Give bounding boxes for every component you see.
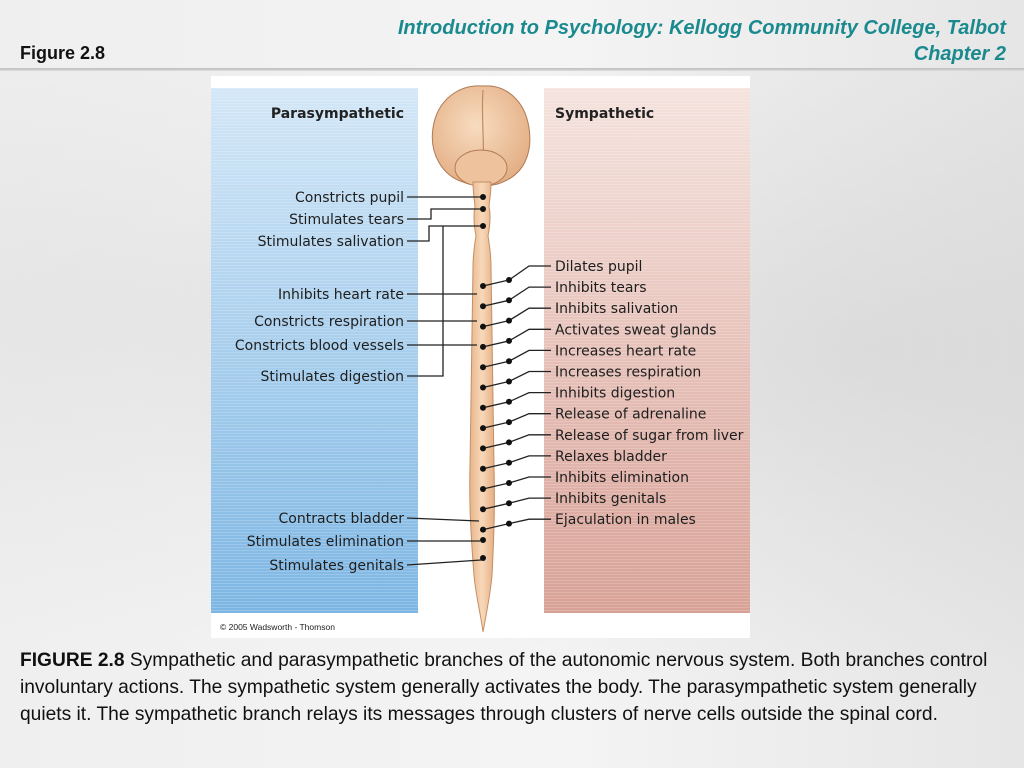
- parasympathetic-item: Stimulates salivation: [258, 234, 404, 250]
- sympathetic-item: Ejaculation in males: [555, 512, 696, 528]
- connector-line: [406, 517, 480, 522]
- connector-line: [407, 226, 444, 377]
- caption-text: Sympathetic and parasympathetic branches…: [20, 650, 988, 725]
- copyright-notice: © 2005 Wadsworth - Thomson: [220, 622, 335, 632]
- sympathetic-heading: Sympathetic: [555, 106, 654, 122]
- connector-line: [482, 413, 551, 429]
- ganglion-dot: [506, 419, 512, 426]
- nerve-dot: [480, 555, 486, 561]
- sympathetic-item: Inhibits elimination: [555, 470, 689, 486]
- ganglion-dot: [506, 398, 512, 405]
- connector-line: [482, 476, 551, 490]
- ganglion-dot: [506, 459, 512, 466]
- sympathetic-item: Inhibits tears: [555, 280, 647, 296]
- ganglion-dot: [506, 439, 512, 446]
- nerve-dot: [480, 283, 486, 289]
- parasympathetic-item: Stimulates digestion: [261, 369, 404, 385]
- nerve-dot: [480, 303, 486, 310]
- nerve-dot: [480, 364, 486, 371]
- sympathetic-item: Inhibits digestion: [555, 386, 675, 402]
- ganglion-dot: [506, 317, 512, 324]
- nerve-dot: [480, 323, 486, 330]
- figure-caption: FIGURE 2.8 Sympathetic and parasympathet…: [20, 647, 1005, 728]
- sympathetic-item: Release of sugar from liver: [555, 428, 744, 444]
- sympathetic-item: Inhibits genitals: [555, 491, 666, 507]
- nerve-dot: [480, 404, 486, 411]
- nerve-dot: [480, 486, 486, 492]
- nerve-dot: [480, 223, 486, 229]
- parasympathetic-item: Inhibits heart rate: [278, 287, 404, 303]
- sympathetic-item: Release of adrenaline: [555, 407, 706, 423]
- nerve-dot: [480, 206, 486, 212]
- figure-label: Figure 2.8: [20, 43, 106, 63]
- connector-line: [482, 455, 551, 470]
- diagram-svg: Parasympathetic Sympathetic Constricts p…: [211, 85, 750, 633]
- ganglion-dot: [506, 520, 512, 527]
- connector-line: [482, 391, 551, 409]
- ganglion-dot: [506, 297, 512, 304]
- connector-line: [482, 518, 551, 531]
- connector-line: [482, 434, 551, 450]
- connector-line: [407, 208, 483, 220]
- parasympathetic-heading: Parasympathetic: [271, 106, 404, 122]
- parasympathetic-item: Constricts pupil: [295, 190, 404, 206]
- nerve-dot: [480, 194, 486, 200]
- sympathetic-item: Inhibits salivation: [555, 301, 678, 317]
- connector-line: [482, 265, 551, 287]
- connector-line: [407, 225, 483, 242]
- nervous-system-diagram: Parasympathetic Sympathetic Constricts p…: [211, 76, 750, 638]
- nerve-dot: [480, 465, 486, 472]
- connector-line: [482, 286, 551, 307]
- parasympathetic-item: Stimulates genitals: [269, 558, 404, 574]
- brain-illustration: [431, 85, 531, 187]
- caption-lead: FIGURE 2.8: [20, 650, 125, 671]
- course-title: Introduction to Psychology: Kellogg Comm…: [246, 15, 1006, 67]
- sympathetic-item: Relaxes bladder: [555, 449, 667, 465]
- nerve-dot: [480, 445, 486, 452]
- sympathetic-item: Increases heart rate: [555, 343, 696, 359]
- sympathetic-item: Increases respiration: [555, 365, 701, 381]
- nerve-dot: [480, 526, 486, 533]
- parasympathetic-item: Stimulates tears: [289, 212, 404, 228]
- nerve-dot: [480, 506, 486, 513]
- connector-line: [482, 328, 551, 348]
- course-title-line2: Chapter 2: [913, 43, 1006, 65]
- nerve-dot: [480, 343, 486, 350]
- header-divider: [0, 68, 1024, 71]
- nerve-dot: [480, 537, 486, 543]
- ganglion-dot: [506, 277, 512, 283]
- parasympathetic-item: Constricts respiration: [254, 314, 404, 330]
- connector-line: [482, 307, 551, 328]
- connector-line: [406, 559, 482, 566]
- nerve-dot: [480, 384, 486, 391]
- connector-line: [482, 497, 551, 510]
- ganglion-dot: [506, 500, 512, 507]
- parasympathetic-item: Stimulates elimination: [247, 534, 404, 550]
- sympathetic-item: Activates sweat glands: [555, 322, 716, 338]
- ganglion-dot: [506, 480, 512, 486]
- connector-line: [482, 349, 551, 368]
- sympathetic-item: Dilates pupil: [555, 259, 642, 275]
- course-title-line1: Introduction to Psychology: Kellogg Comm…: [397, 17, 1006, 39]
- ganglion-dot: [506, 358, 512, 365]
- parasympathetic-item: Contracts bladder: [279, 511, 405, 527]
- connector-line: [482, 370, 551, 389]
- parasympathetic-item: Constricts blood vessels: [235, 338, 404, 354]
- nerve-dot: [480, 425, 486, 432]
- ganglion-dot: [506, 337, 512, 344]
- ganglion-dot: [506, 378, 512, 385]
